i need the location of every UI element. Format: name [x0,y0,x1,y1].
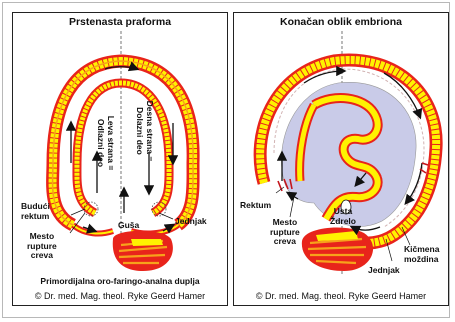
leader-future-rectum [71,209,85,215]
label-esophagus-right: Jednjak [368,266,400,276]
left-panel: Prstenasta praforma [12,12,228,306]
leader-rupture-right [290,197,294,217]
right-panel: Konačan oblik embriona [233,12,449,306]
label-rupture-left: Mesto rupture creva [27,232,57,261]
label-mouth-pharynx: Usta Ždrelo [330,207,356,226]
label-spinal-cord: Kičmena moždina [404,245,439,264]
label-rupture-right: Mesto rupture creva [270,218,300,247]
figure-frame: Prstenasta praforma [2,2,450,318]
copyright-left: © Dr. med. Mag. theol. Ryke Geerd Hamer [13,291,227,301]
base-blob-yellow-patch [131,239,163,246]
ring-embryo-diagram [13,13,228,306]
label-left-side: Leva strana = Odlazni deo [96,108,116,178]
leader-esophagus-left [159,213,173,219]
bottom-caption: Primordijalna oro-faringo-analna duplja [13,277,227,287]
inner-ring-red [77,83,169,213]
label-esophagus-left: Jednjak [175,217,207,227]
label-pharynx-left: Guša [118,221,139,231]
copyright-right: © Dr. med. Mag. theol. Ryke Geerd Hamer [234,291,448,301]
arrow-bottom [352,227,380,230]
label-rectum: Rektum [240,201,271,211]
label-future-rectum: Budući rektum [21,202,50,221]
label-right-side: Desna strana = Dolazni deo [135,93,155,169]
